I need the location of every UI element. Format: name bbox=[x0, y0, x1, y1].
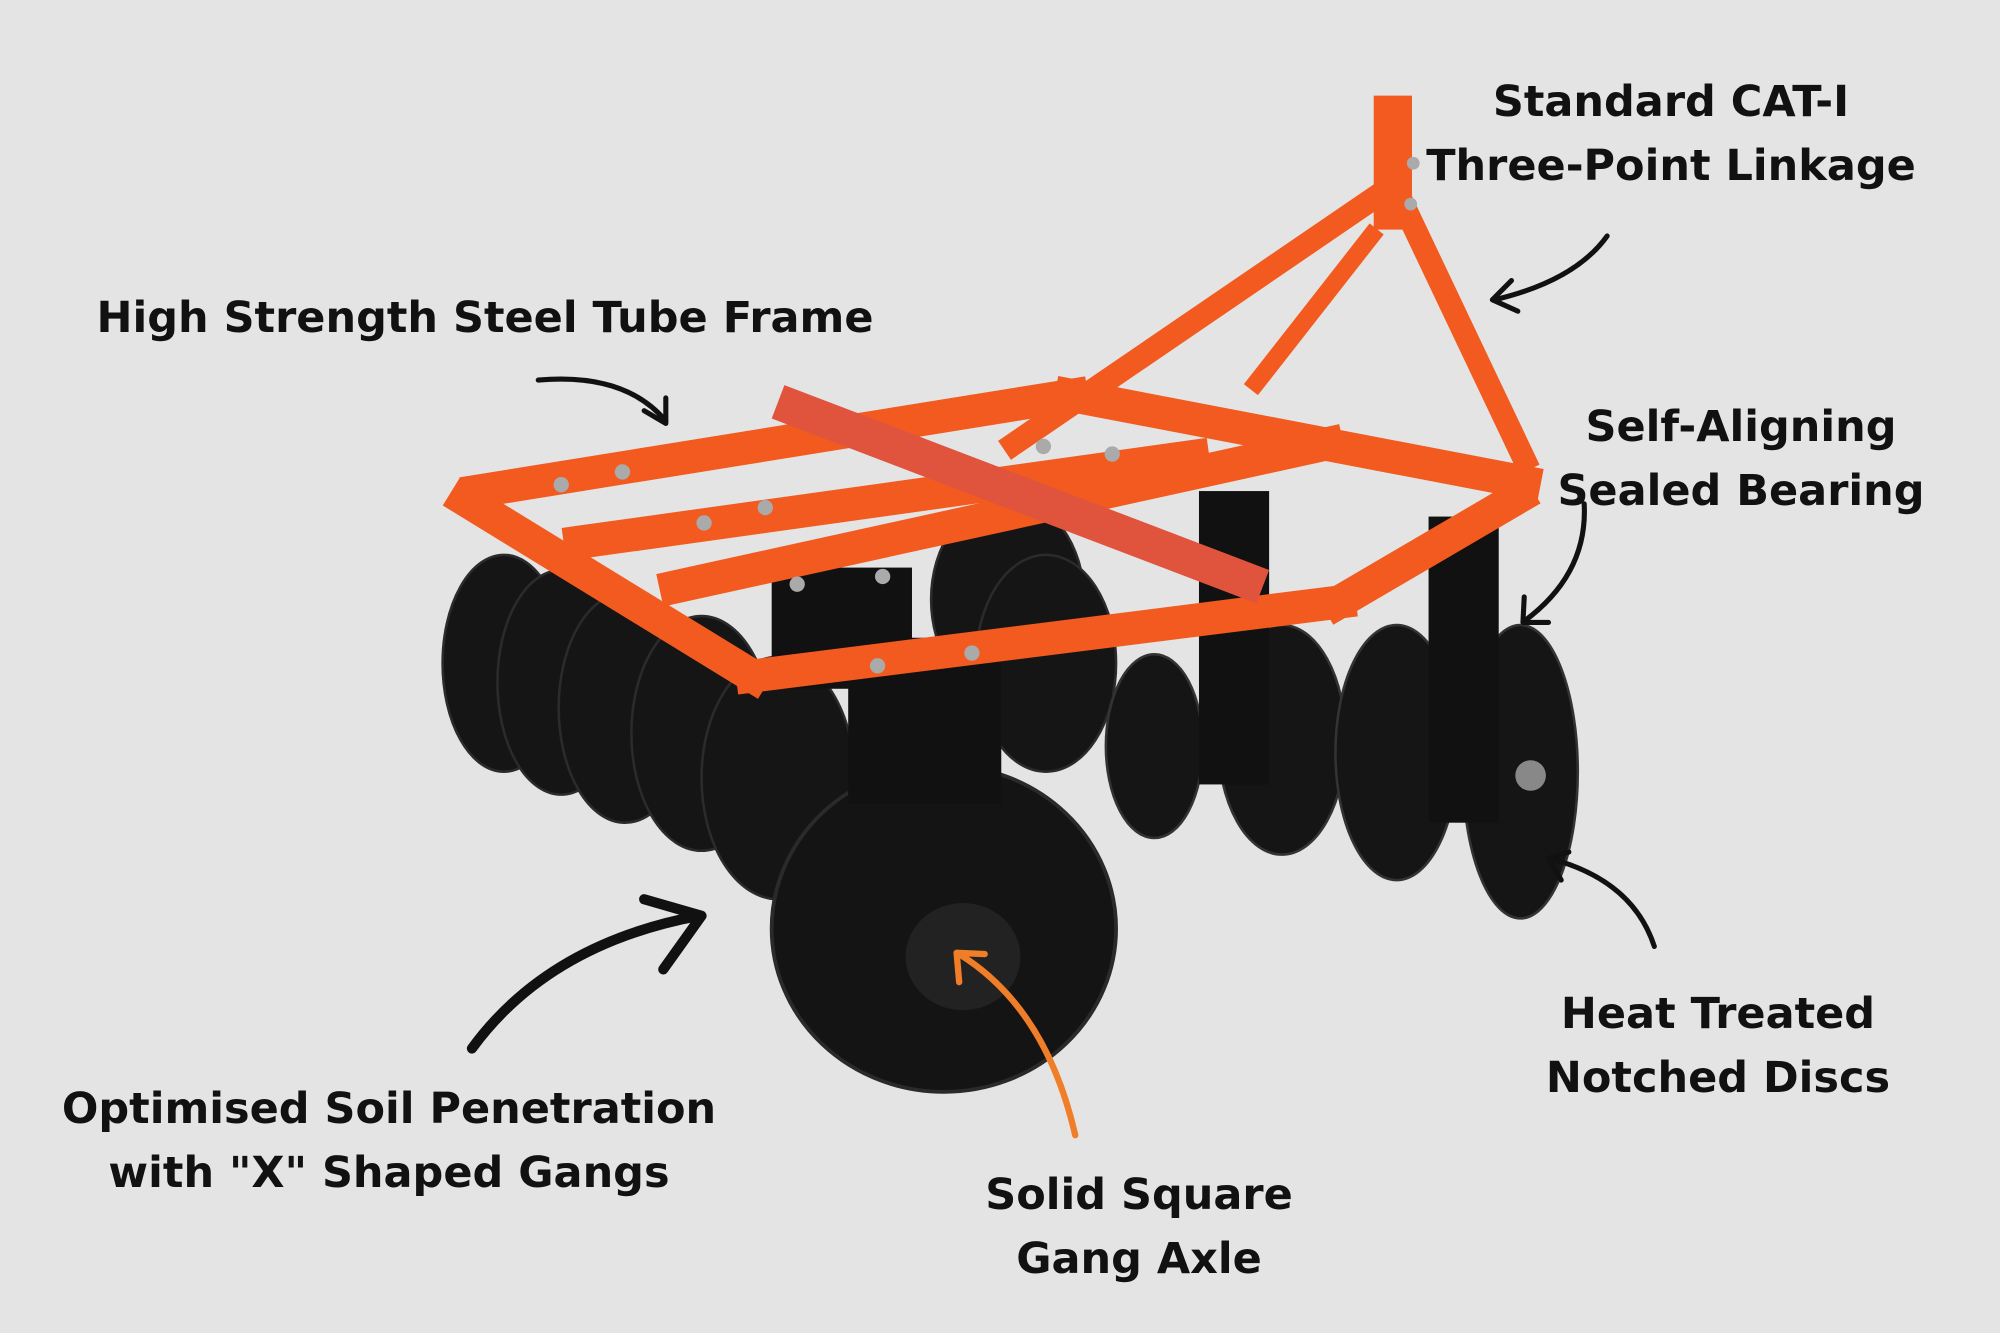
axle-label: Solid Square Gang Axle bbox=[985, 1163, 1293, 1291]
linkage-label: Standard CAT-I Three-Point Linkage bbox=[1426, 70, 1916, 198]
linkage-arrow bbox=[1489, 233, 1610, 314]
linkage-label-line2: Three-Point Linkage bbox=[1426, 141, 1916, 191]
discs-arrow bbox=[1545, 849, 1657, 949]
frame-label-line1: High Strength Steel Tube Frame bbox=[96, 293, 874, 343]
linkage-label-line1: Standard CAT-I bbox=[1492, 77, 1850, 127]
frame-label: High Strength Steel Tube Frame bbox=[96, 286, 873, 350]
gangs-label-line2: with "X" Shaped Gangs bbox=[108, 1148, 670, 1198]
gangs-label: Optimised Soil Penetration with "X" Shap… bbox=[62, 1077, 716, 1205]
discs-label-line2: Notched Discs bbox=[1545, 1053, 1891, 1103]
bearing-arrow bbox=[1520, 501, 1587, 625]
discs-label-line1: Heat Treated bbox=[1560, 989, 1876, 1039]
steel-tube-frame bbox=[442, 95, 1544, 699]
gangs-label-line1: Optimised Soil Penetration bbox=[61, 1084, 717, 1134]
axle-label-line1: Solid Square bbox=[985, 1170, 1293, 1220]
bolts bbox=[553, 156, 1420, 674]
cross-bar bbox=[771, 385, 1270, 604]
bearing-label-line2: Sealed Bearing bbox=[1557, 466, 1925, 516]
axle-arrow bbox=[953, 949, 1079, 1139]
gangs-arrow bbox=[466, 894, 707, 1054]
discs-label: Heat Treated Notched Discs bbox=[1546, 982, 1890, 1110]
right-disc-gang bbox=[1104, 491, 1580, 920]
bearing-label-line1: Self-Aligning bbox=[1585, 402, 1897, 452]
frame-arrow bbox=[535, 376, 669, 427]
axle-label-line2: Gang Axle bbox=[1016, 1234, 1262, 1284]
bearing-label: Self-Aligning Sealed Bearing bbox=[1557, 395, 1924, 523]
